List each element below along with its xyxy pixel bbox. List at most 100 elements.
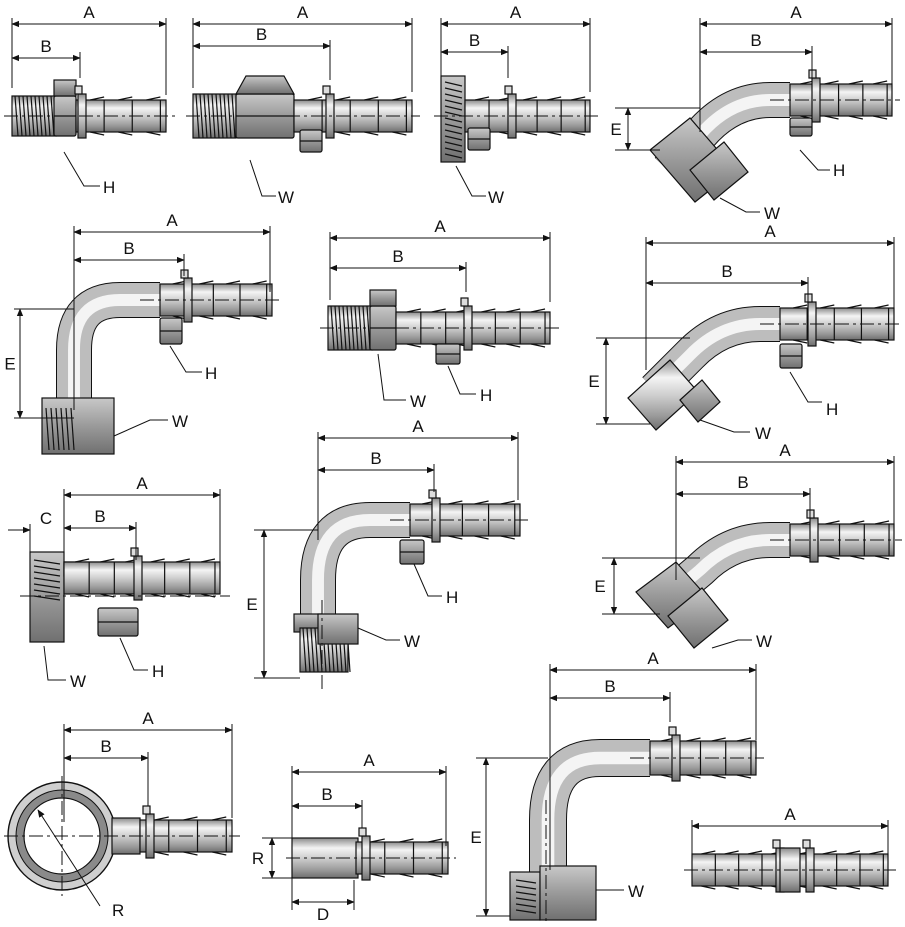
barb-tip: [428, 838, 443, 843]
lock-tab: [322, 85, 331, 95]
thread-line: [45, 407, 50, 451]
thread-line: [515, 879, 537, 884]
thread-line: [33, 595, 61, 601]
barb-tip: [522, 131, 538, 136]
leader-line: [455, 165, 486, 197]
barb-tip: [874, 304, 889, 309]
dim-label-hex_wrench: W: [70, 672, 86, 691]
thread-line: [515, 903, 537, 908]
thread-line: [33, 571, 61, 577]
barb-tip: [506, 343, 521, 348]
barb-tip: [822, 850, 837, 855]
barb-tip: [370, 873, 385, 878]
thread-line: [444, 93, 463, 99]
dim-label-drop_length: E: [610, 120, 621, 139]
dim-label-insertion_length: B: [100, 737, 111, 756]
fig-banjo: RAB: [4, 709, 240, 920]
dim-label-hex_wrench: W: [410, 392, 426, 411]
barb-tip: [686, 774, 701, 779]
dim-label-hex_wrench: W: [488, 188, 504, 207]
barb-tip: [874, 520, 890, 525]
fig-straight-female-swivel: ABW: [434, 3, 600, 207]
leader-line: [169, 345, 202, 373]
thread-line: [444, 147, 463, 153]
hex-nut: [539, 865, 597, 921]
thread-line: [33, 583, 61, 589]
barb-tip: [869, 885, 884, 890]
collar: [133, 555, 143, 601]
swivel-nut: [440, 75, 466, 163]
dim-label-overall_length: A: [434, 217, 446, 236]
barb-tip: [736, 737, 752, 742]
barb-tip: [793, 339, 808, 344]
thread-line: [515, 891, 537, 896]
thread-line: [223, 93, 228, 139]
dim-label-insertion_length: B: [256, 25, 267, 44]
barb-tip: [701, 885, 716, 890]
dim-label-insertion_length: B: [370, 449, 381, 468]
dim-label-hex_socket: H: [205, 364, 217, 383]
dim-label-insertion_length: B: [40, 37, 51, 56]
dim-label-drop_length: E: [594, 577, 605, 596]
swivel-nut: [29, 551, 65, 643]
dim-label-radius: R: [112, 901, 124, 920]
barb-tip: [500, 535, 515, 540]
barb-tip: [118, 131, 133, 136]
thread-line: [444, 105, 463, 111]
thread-line: [65, 407, 70, 451]
dim-label-insertion_length: B: [721, 262, 732, 281]
thread-line: [444, 129, 463, 135]
leader-line: [699, 419, 750, 433]
dim-label-collar_offset: C: [40, 509, 52, 528]
barb-tip: [848, 115, 863, 120]
barb-tip: [825, 555, 840, 560]
lock-tab: [74, 85, 83, 95]
barb-tip: [336, 131, 351, 136]
hex-top: [53, 79, 77, 97]
fig-straight-male-swivel: ABW: [186, 3, 420, 207]
thread-line: [358, 305, 363, 351]
barb-tip: [825, 520, 840, 525]
dim-label-overall_length: A: [790, 3, 802, 22]
barb-tip: [874, 339, 889, 344]
barb-tip: [530, 343, 546, 348]
lock-tab: [428, 489, 437, 499]
barb-tip: [448, 500, 463, 505]
dim-label-drop_length: E: [470, 828, 481, 847]
dim-label-overall_length: A: [764, 222, 776, 241]
barb-tip: [820, 339, 835, 344]
dim-label-overall_length: A: [779, 441, 791, 460]
dim-label-insertion_length: B: [392, 247, 403, 266]
dim-label-radius: R: [252, 849, 264, 868]
dim-label-insertion_length: B: [94, 507, 105, 526]
barb-tip: [154, 816, 169, 821]
barb-tip: [370, 838, 385, 843]
barb-tip: [364, 131, 379, 136]
barb-tip: [547, 131, 562, 136]
dim-label-hex_wrench: W: [628, 882, 644, 901]
lock-tab: [772, 839, 781, 849]
leader-line: [711, 639, 752, 649]
dim-label-drop_length: E: [588, 372, 599, 391]
thread-line: [444, 117, 463, 123]
dim-label-hex_socket: H: [480, 386, 492, 405]
thread-line: [33, 565, 61, 571]
barb-tip: [406, 343, 421, 348]
leader-line: [113, 419, 168, 437]
dim-label-insertion_length: B: [321, 785, 332, 804]
dim-label-hex_wrench: W: [172, 412, 188, 431]
barb-tip: [225, 280, 241, 285]
hex-nut-45: [689, 141, 749, 201]
barb-tip: [850, 520, 865, 525]
barb-tip: [724, 885, 739, 890]
dim-label-insertion_length: B: [737, 473, 748, 492]
barb-tip: [146, 131, 161, 136]
thread-line: [302, 627, 307, 673]
barb-tip: [500, 500, 515, 505]
barb-tip: [150, 558, 165, 563]
barb-tip: [686, 737, 701, 742]
